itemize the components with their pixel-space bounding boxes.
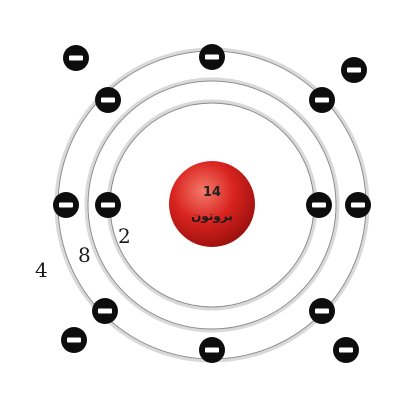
electron-shell-2 — [309, 298, 335, 324]
electron-shell-3 — [63, 45, 89, 71]
electron-shell-2 — [345, 192, 371, 218]
minus-sign-icon — [339, 348, 353, 353]
shell-2-label: 8 — [78, 243, 91, 267]
minus-sign-icon — [205, 55, 219, 60]
nucleus: 14 بروتون — [169, 161, 255, 247]
electron-shell-2 — [53, 192, 79, 218]
minus-sign-icon — [67, 338, 81, 343]
proton-number: 14 — [203, 185, 221, 200]
minus-sign-icon — [315, 309, 329, 314]
electron-shell-1 — [95, 192, 121, 218]
minus-sign-icon — [205, 348, 219, 353]
proton-label: بروتون — [191, 209, 233, 224]
minus-sign-icon — [315, 98, 329, 103]
minus-sign-icon — [69, 56, 83, 61]
minus-sign-icon — [312, 203, 326, 208]
nucleus-sphere — [169, 161, 255, 247]
electron-shell-2 — [199, 44, 225, 70]
shell-3-label: 4 — [35, 258, 48, 282]
electron-shell-3 — [61, 327, 87, 353]
electron-shell-2 — [199, 337, 225, 363]
minus-sign-icon — [101, 203, 115, 208]
minus-sign-icon — [98, 309, 112, 314]
electron-shell-3 — [333, 337, 359, 363]
shell-labels: 2 8 4 — [35, 224, 131, 282]
minus-sign-icon — [59, 203, 73, 208]
minus-sign-icon — [101, 98, 115, 103]
electron-shell-2 — [92, 298, 118, 324]
electron-shell-2 — [95, 87, 121, 113]
electron-shell-3 — [341, 57, 367, 83]
minus-sign-icon — [347, 68, 361, 73]
electron-shell-1 — [306, 192, 332, 218]
electron-shell-2 — [309, 87, 335, 113]
shell-1-label: 2 — [118, 224, 131, 248]
minus-sign-icon — [351, 203, 365, 208]
